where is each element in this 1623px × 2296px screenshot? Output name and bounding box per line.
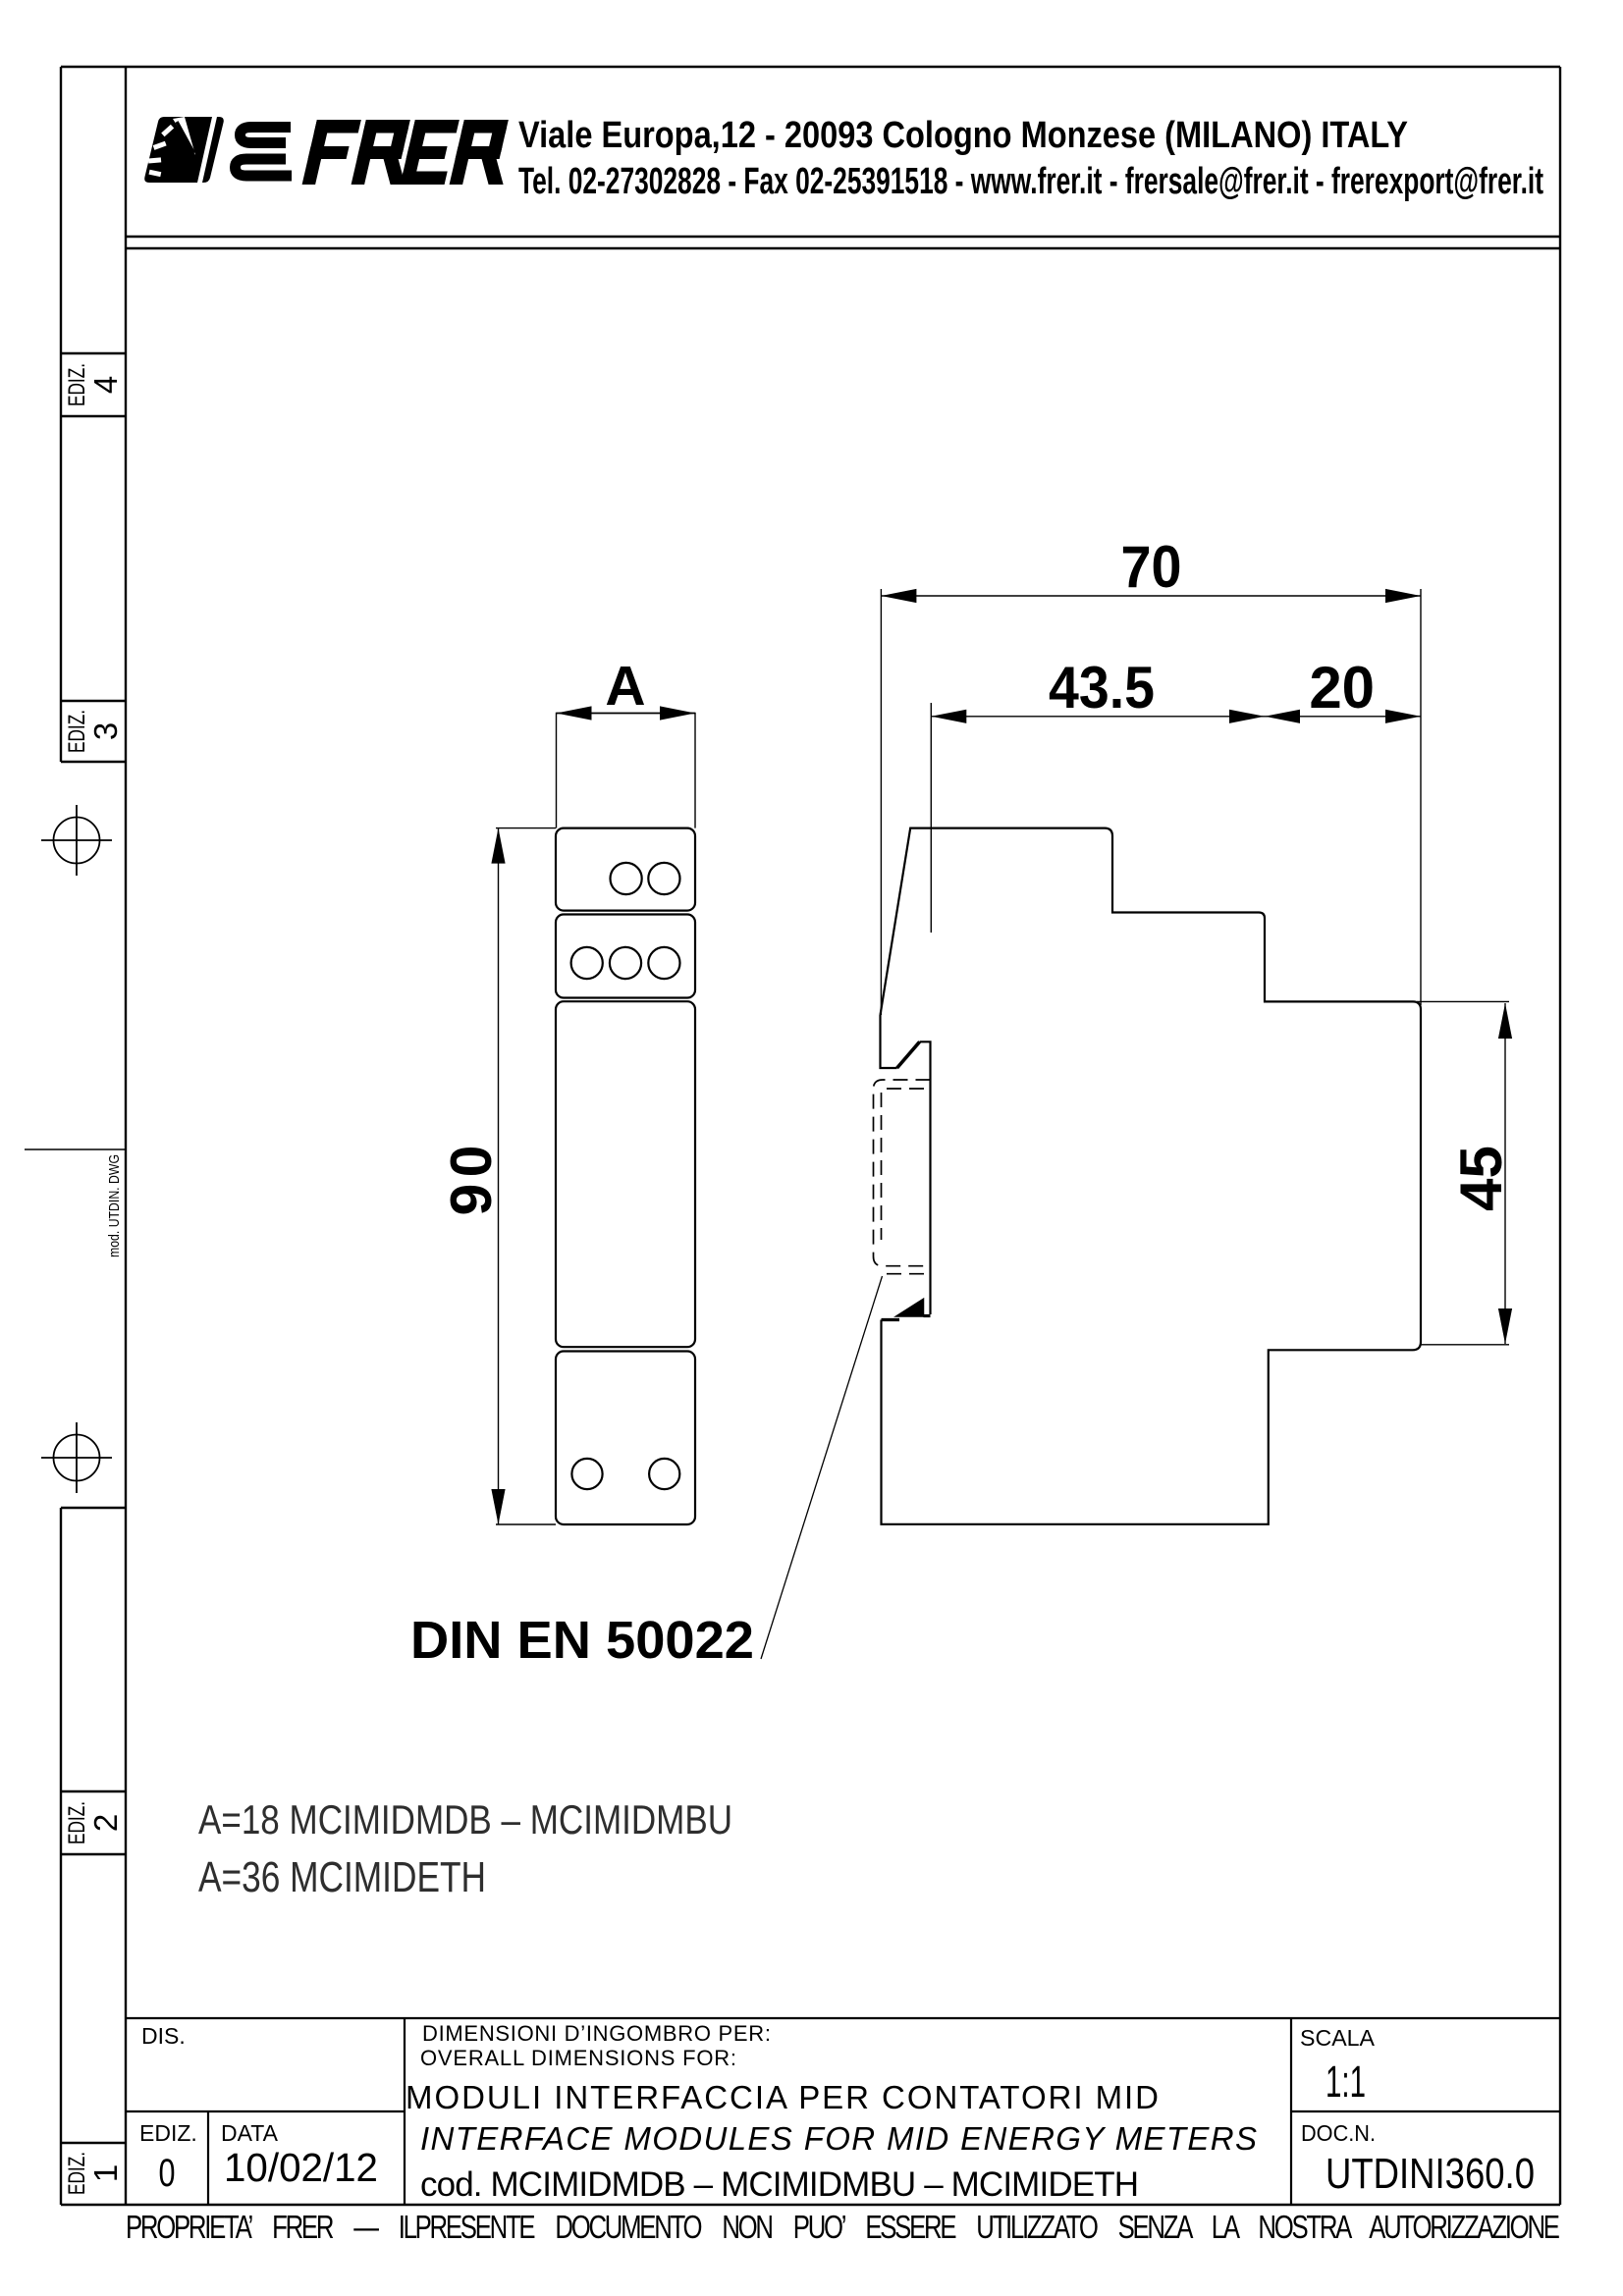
svg-text:EDIZ.: EDIZ. (64, 1801, 90, 1844)
svg-text:20: 20 (1309, 655, 1375, 721)
svg-text:70: 70 (1121, 534, 1182, 600)
svg-text:45: 45 (1448, 1146, 1514, 1211)
svg-text:Tel. 02-27302828 - Fax 02-2539: Tel. 02-27302828 - Fax 02-25391518 - www… (518, 161, 1543, 202)
svg-text:3: 3 (87, 722, 124, 740)
svg-text:1: 1 (87, 2164, 124, 2182)
svg-text:cod. MCIMIDMDB – MCIMIDMBU – M: cod. MCIMIDMDB – MCIMIDMBU – MCIMIDETH (420, 2165, 1139, 2204)
svg-text:DIS.: DIS. (141, 2023, 186, 2049)
svg-text:A: A (605, 655, 645, 718)
svg-text:0: 0 (159, 2152, 176, 2195)
svg-text:OVERALL DIMENSIONS FOR:: OVERALL DIMENSIONS FOR: (420, 2046, 736, 2070)
svg-text:EDIZ.: EDIZ. (139, 2120, 197, 2146)
svg-text:Viale Europa,12 - 20093 Cologn: Viale Europa,12 - 20093 Cologno Monzese … (518, 115, 1408, 156)
svg-text:10/02/12: 10/02/12 (224, 2145, 378, 2190)
svg-text:MODULI INTERFACCIA PER CONTATO: MODULI INTERFACCIA PER CONTATORI MID (406, 2079, 1159, 2115)
svg-text:mod. UTDIN. DWG: mod. UTDIN. DWG (106, 1154, 123, 1257)
svg-text:1:1: 1:1 (1325, 2056, 1366, 2107)
svg-text:UTDINI360.0: UTDINI360.0 (1325, 2150, 1535, 2198)
svg-text:INTERFACE MODULES FOR MID ENER: INTERFACE MODULES FOR MID ENERGY METERS (420, 2120, 1257, 2157)
svg-text:PROPRIETA’ FRER — ILPRESENTE D: PROPRIETA’ FRER — ILPRESENTE DOCUMENTO N… (126, 2210, 1560, 2246)
svg-text:EDIZ.: EDIZ. (64, 363, 90, 406)
svg-text:DATA: DATA (221, 2120, 279, 2146)
svg-text:EDIZ.: EDIZ. (64, 2152, 90, 2195)
svg-text:A=18 MCIMIDMDB – MCIMIDMBU: A=18 MCIMIDMDB – MCIMIDMBU (198, 1796, 732, 1842)
svg-text:EDIZ.: EDIZ. (64, 710, 90, 753)
svg-text:DIMENSIONI D’INGOMBRO PER:: DIMENSIONI D’INGOMBRO PER: (422, 2021, 771, 2046)
svg-text:43.5: 43.5 (1049, 655, 1155, 721)
svg-text:A=36 MCIMIDETH: A=36 MCIMIDETH (198, 1853, 486, 1901)
svg-text:4: 4 (87, 376, 124, 394)
svg-text:SCALA: SCALA (1300, 2025, 1376, 2051)
svg-text:DIN EN 50022: DIN EN 50022 (410, 1611, 754, 1670)
svg-text:DOC.N.: DOC.N. (1301, 2120, 1376, 2146)
svg-text:2: 2 (87, 1814, 124, 1832)
